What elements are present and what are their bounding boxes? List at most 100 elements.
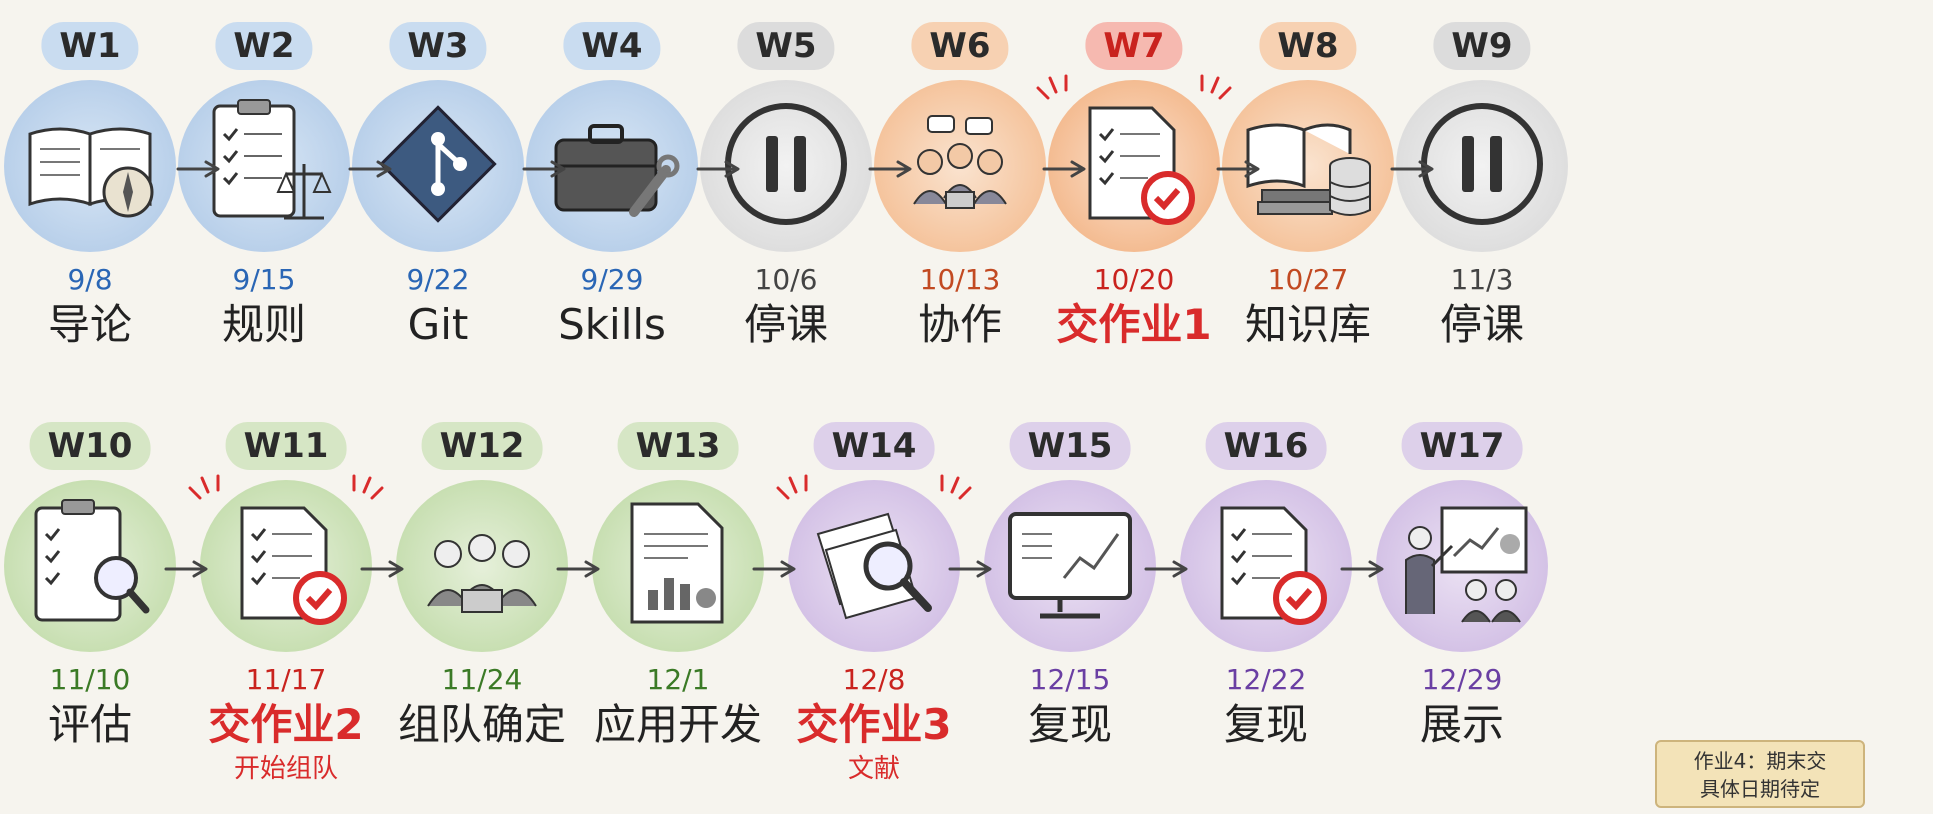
flow-arrow-icon (1340, 559, 1388, 579)
week-step-w7: W7 10/20 交作业1 (1024, 0, 1244, 400)
document-check-icon (1064, 94, 1204, 238)
week-topic: 知识库 (1244, 300, 1371, 349)
week-illustration (984, 480, 1156, 652)
week-badge: W16 (1205, 422, 1327, 470)
flow-arrow-icon (360, 559, 408, 579)
week-date: 12/29 (1421, 663, 1503, 696)
week-date: 9/8 (67, 263, 113, 296)
week-topic: 交作业3 (796, 700, 952, 749)
papers-magnifier-icon (804, 494, 944, 638)
week-illustration (396, 480, 568, 652)
flow-arrow-icon (556, 559, 604, 579)
week-step-w16: W16 12/22 复现 (1156, 400, 1376, 800)
document-check-icon (1196, 494, 1336, 638)
alert-sparks-icon (1034, 68, 1234, 108)
week-date: 10/20 (1093, 263, 1175, 296)
week-date: 12/15 (1029, 663, 1111, 696)
week-topic: 协作 (917, 300, 1002, 349)
week-topic: 复现 (1027, 700, 1112, 749)
week-illustration (700, 80, 872, 252)
week-subnote: 开始组队 (233, 754, 338, 784)
alert-sparks-icon (186, 468, 386, 508)
week-illustration (1180, 480, 1352, 652)
week-illustration (4, 80, 176, 252)
document-check-icon (216, 494, 356, 638)
week-topic: Skills (558, 300, 666, 349)
week-badge: W13 (617, 422, 739, 470)
week-date: 10/6 (754, 263, 818, 296)
week-date: 11/10 (49, 663, 131, 696)
checklist-scales-icon (194, 94, 334, 238)
week-badge: W10 (29, 422, 151, 470)
week-badge: W8 (1259, 22, 1357, 70)
flow-arrow-icon (696, 159, 744, 179)
week-badge: W17 (1401, 422, 1523, 470)
week-topic: 规则 (221, 300, 306, 349)
week-badge: W15 (1009, 422, 1131, 470)
week-badge: W1 (41, 22, 139, 70)
week-date: 9/22 (406, 263, 470, 296)
week-date: 10/13 (919, 263, 1001, 296)
week-illustration (788, 480, 960, 652)
week-illustration (526, 80, 698, 252)
week-badge: W11 (225, 422, 347, 470)
week-topic: 组队确定 (397, 700, 566, 749)
week-badge: W5 (737, 22, 835, 70)
week-badge: W9 (1433, 22, 1531, 70)
week-step-w15: W15 12/15 复现 (960, 400, 1180, 800)
week-step-w17: W17 12/29 展示 (1352, 400, 1572, 800)
week-illustration (352, 80, 524, 252)
week-topic: 应用开发 (593, 700, 762, 749)
week-step-w10: W10 11/10 评估 (0, 400, 200, 800)
flow-arrow-icon (1390, 159, 1438, 179)
flow-arrow-icon (164, 559, 212, 579)
week-topic: 停课 (1439, 300, 1524, 349)
clipboard-magnifier-icon (20, 494, 160, 638)
week-date: 12/8 (842, 663, 906, 696)
week-step-w1: W1 9/8 导论 (0, 0, 200, 400)
toolbox-wrench-icon (542, 94, 682, 238)
week-topic: Git (407, 300, 469, 349)
week-date: 9/15 (232, 263, 296, 296)
flow-arrow-icon (522, 159, 570, 179)
flow-arrow-icon (1216, 159, 1264, 179)
week-topic: 展示 (1419, 700, 1504, 749)
week-illustration (1048, 80, 1220, 252)
monitor-chart-icon (1000, 494, 1140, 638)
week-badge: W7 (1085, 22, 1183, 70)
week-badge: W2 (215, 22, 313, 70)
week-topic: 复现 (1223, 700, 1308, 749)
alert-sparks-icon (774, 468, 974, 508)
week-date: 9/29 (580, 263, 644, 296)
week-badge: W3 (389, 22, 487, 70)
git-logo-icon (368, 94, 508, 238)
week-illustration (4, 480, 176, 652)
document-chart-icon (608, 494, 748, 638)
week-topic: 导论 (47, 300, 132, 349)
flow-arrow-icon (1144, 559, 1192, 579)
week-date: 11/24 (441, 663, 523, 696)
week-date: 12/22 (1225, 663, 1307, 696)
flow-arrow-icon (176, 159, 224, 179)
week-date: 12/1 (646, 663, 710, 696)
week-topic: 停课 (743, 300, 828, 349)
week-step-w13: W13 12/1 应用开发 (568, 400, 788, 800)
week-date: 11/17 (245, 663, 327, 696)
week-topic: 交作业1 (1056, 300, 1212, 349)
flow-arrow-icon (948, 559, 996, 579)
week-topic: 评估 (47, 700, 132, 749)
week-illustration (1376, 480, 1548, 652)
note-line-1: 作业4：期末交 (1693, 749, 1827, 773)
flow-arrow-icon (868, 159, 916, 179)
week-badge: W4 (563, 22, 661, 70)
note-line-2: 具体日期待定 (1700, 777, 1820, 801)
